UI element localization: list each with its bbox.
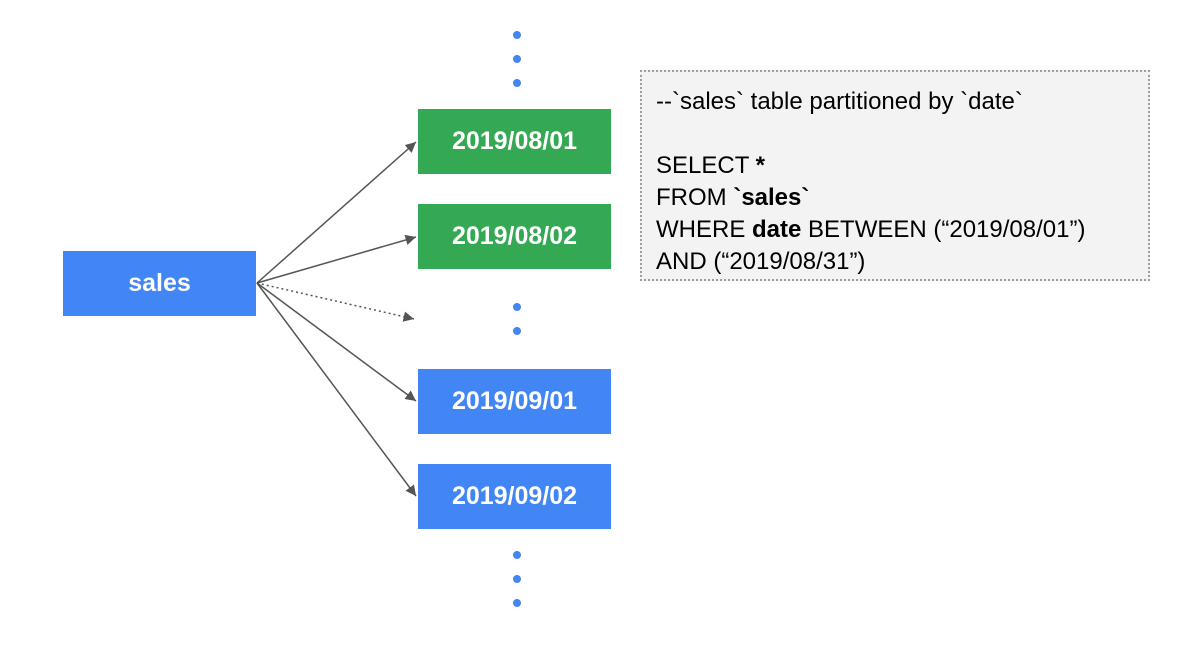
arrow-to-2019-09-01 bbox=[256, 282, 417, 402]
sql-and-line: AND (“2019/08/31”) bbox=[656, 248, 866, 275]
arrow-to-2019-09-02 bbox=[256, 282, 417, 497]
sql-comment: --`sales` table partitioned by `date` bbox=[656, 88, 1023, 115]
ellipsis-dot bbox=[513, 31, 521, 39]
ellipsis-dot bbox=[513, 303, 521, 311]
partition-node: 2019/08/01 bbox=[418, 109, 611, 174]
ellipsis-dot bbox=[513, 575, 521, 583]
ellipsis-dot bbox=[513, 79, 521, 87]
sql-from-line: FROM `sales` bbox=[656, 182, 1148, 214]
sql-where-column: date bbox=[752, 216, 802, 243]
arrow-to-2019-08-02 bbox=[256, 234, 417, 284]
ellipsis-dot bbox=[513, 551, 521, 559]
partition-node: 2019/09/01 bbox=[418, 369, 611, 434]
sales-table-node: sales bbox=[63, 251, 256, 316]
sql-from-table: `sales` bbox=[733, 184, 810, 211]
sql-where-condition: BETWEEN (“2019/08/01”) bbox=[801, 216, 1086, 243]
arrow-to-2019-08-01 bbox=[256, 141, 417, 284]
partition-node: 2019/08/02 bbox=[418, 204, 611, 269]
sql-select-keyword: SELECT bbox=[656, 152, 756, 179]
ellipsis-dot bbox=[513, 327, 521, 335]
arrow-to-ellipsis bbox=[256, 282, 415, 322]
sql-select-star: * bbox=[755, 152, 765, 179]
sql-blank-line bbox=[656, 118, 1148, 150]
partition-node: 2019/09/02 bbox=[418, 464, 611, 529]
ellipsis-dot bbox=[513, 55, 521, 63]
ellipsis-dot bbox=[513, 599, 521, 607]
sql-select-line: SELECT * bbox=[656, 150, 1148, 182]
sql-from-keyword: FROM bbox=[656, 184, 734, 211]
sql-where-keyword: WHERE bbox=[656, 216, 752, 243]
sql-query-box: --`sales` table partitioned by `date` SE… bbox=[640, 70, 1150, 281]
sql-where-line: WHERE date BETWEEN (“2019/08/01”) bbox=[656, 214, 1148, 246]
